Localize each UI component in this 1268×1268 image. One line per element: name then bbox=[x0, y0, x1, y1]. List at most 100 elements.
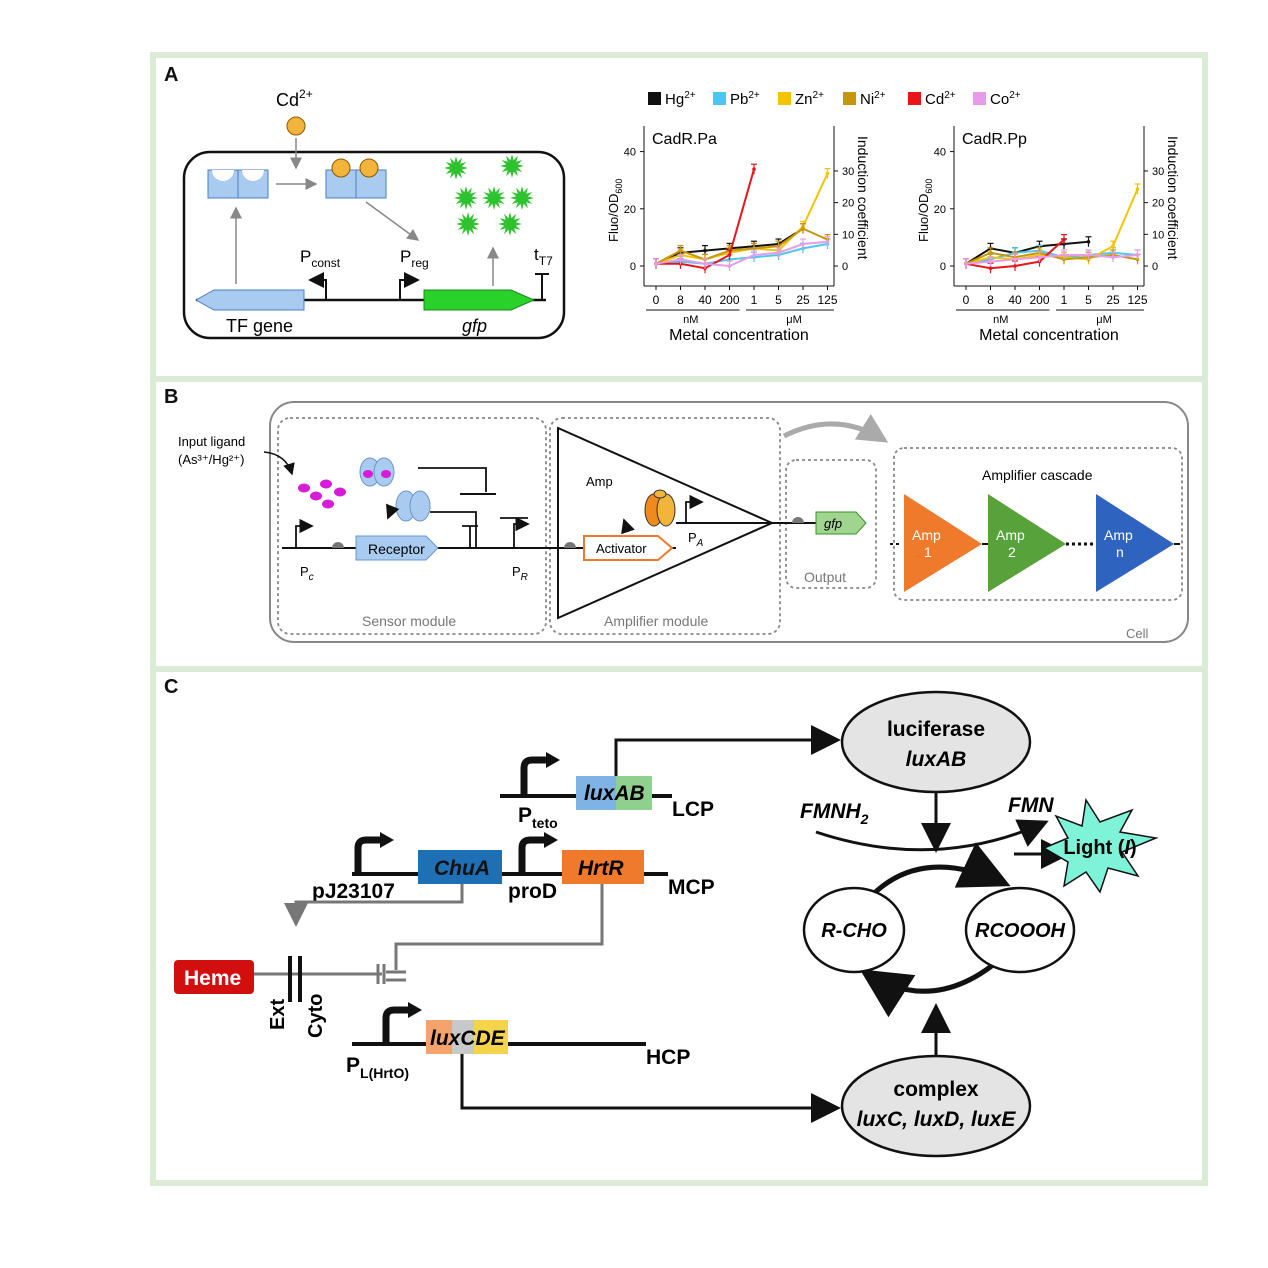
pr-promoter bbox=[513, 516, 530, 548]
right-tick-label: 0 bbox=[1152, 261, 1158, 273]
panel-b-canvas: Input ligand (As³⁺/Hg²⁺) Receptor bbox=[178, 401, 1189, 643]
panel-c-label: C bbox=[164, 676, 179, 698]
legend-label-cd: Cd2+ bbox=[925, 90, 956, 108]
legend-swatch-ni bbox=[843, 92, 856, 105]
rcoooh-label: RCOOOH bbox=[975, 920, 1066, 942]
activator-gene bbox=[583, 535, 674, 561]
data-point-cd bbox=[1062, 237, 1066, 242]
series-line-ni bbox=[655, 227, 828, 265]
pc-label: Pc bbox=[300, 564, 314, 583]
metal-legend: Hg2+Pb2+Zn2+Ni2+Cd2+Co2+ bbox=[648, 90, 1021, 108]
amp-triangle-2 bbox=[988, 494, 1066, 592]
chua-gene bbox=[418, 850, 502, 884]
left-tick-label: 40 bbox=[934, 147, 946, 159]
gfp-gene-arrow bbox=[423, 289, 536, 311]
x-tick-label: 0 bbox=[653, 293, 660, 307]
series-line-pb bbox=[655, 243, 828, 265]
amplifier-cascade-box bbox=[893, 447, 1183, 601]
p-const-promoter bbox=[308, 272, 327, 300]
r-cho-node bbox=[802, 886, 906, 974]
pl-hrto-label: PL(HrtO) bbox=[346, 1054, 409, 1081]
hcp-label: HCP bbox=[646, 1046, 690, 1069]
right-tick-label: 10 bbox=[1152, 229, 1164, 241]
data-point-cd bbox=[988, 266, 993, 270]
chart-title: CadR.Pa bbox=[652, 131, 717, 148]
luciferase-gene-label: luxAB bbox=[906, 748, 967, 771]
data-point-zn bbox=[825, 171, 830, 176]
p-const-label: Pconst bbox=[300, 247, 341, 270]
legend-label-hg: Hg2+ bbox=[665, 90, 696, 108]
ext-label: Ext bbox=[267, 999, 289, 1030]
panel-a: A Cd2+ bbox=[150, 52, 1208, 382]
data-point-co bbox=[776, 251, 781, 255]
chua-label: ChuA bbox=[434, 857, 490, 880]
right-tick-label: 30 bbox=[842, 166, 854, 178]
amp-triangle-label-3: Amp bbox=[1104, 527, 1133, 543]
panel-b-label: B bbox=[164, 386, 179, 408]
legend-swatch-co bbox=[973, 92, 986, 105]
left-tick-label: 40 bbox=[624, 147, 636, 159]
cell-label: Cell bbox=[1126, 626, 1149, 641]
fmn-label: FMN bbox=[1008, 794, 1054, 817]
nm-group-label: nM bbox=[993, 314, 1008, 326]
hrtr-gene bbox=[562, 850, 644, 884]
x-tick-label: 200 bbox=[1029, 293, 1049, 307]
cd-ion-icon bbox=[286, 116, 306, 136]
panel-c-canvas: luxAB Pteto LCP ChuA HrtR pJ23107 proD M… bbox=[174, 690, 1159, 1158]
left-tick-label: 0 bbox=[940, 261, 946, 273]
gfp-star-3 bbox=[454, 186, 478, 210]
cell-outline bbox=[182, 150, 566, 340]
data-point-co bbox=[1111, 255, 1115, 259]
data-point-co bbox=[825, 240, 830, 244]
x-tick-label: 5 bbox=[775, 293, 782, 307]
data-point-hg bbox=[703, 248, 707, 253]
y-axis-label: Fluo/OD600 bbox=[916, 179, 934, 242]
data-point-co bbox=[1062, 253, 1066, 257]
light-label: Light (I) bbox=[1063, 837, 1136, 859]
um-group-label: μM bbox=[1096, 314, 1112, 326]
luciferase-node bbox=[840, 690, 1032, 794]
legend-label-pb: Pb2+ bbox=[730, 90, 760, 108]
data-point-co bbox=[678, 257, 683, 262]
x-tick-label: 1 bbox=[1061, 293, 1068, 307]
heme-label: Heme bbox=[184, 967, 241, 990]
x-tick-label: 1 bbox=[751, 293, 758, 307]
data-point-co bbox=[1037, 255, 1042, 259]
legend-swatch-hg bbox=[648, 92, 661, 105]
x-axis-label: Metal concentration bbox=[979, 327, 1119, 344]
receptor-ligand-complex-icon bbox=[359, 457, 395, 487]
x-tick-label: 40 bbox=[1008, 293, 1022, 307]
right-tick-label: 0 bbox=[842, 261, 848, 273]
right-tick-label: 20 bbox=[1152, 198, 1164, 210]
x-tick-label: 8 bbox=[677, 293, 684, 307]
x-tick-label: 200 bbox=[719, 293, 739, 307]
amplifier-cascade-label: Amplifier cascade bbox=[982, 467, 1093, 483]
data-point-cd bbox=[752, 167, 756, 171]
receptor-label: Receptor bbox=[368, 541, 425, 557]
light-burst-icon bbox=[1042, 797, 1159, 894]
data-point-co bbox=[801, 242, 805, 246]
right-tick-label: 10 bbox=[842, 229, 854, 241]
mcp-label: MCP bbox=[668, 876, 715, 899]
sensor-module-label: Sensor module bbox=[362, 613, 456, 629]
p-reg-promoter bbox=[399, 272, 420, 300]
y-axis-right-label: Induction coefficient bbox=[855, 136, 871, 260]
data-point-cd bbox=[1013, 264, 1017, 268]
data-point-ni bbox=[801, 226, 805, 231]
panel-b: B Input ligand (As³⁺/Hg²⁺) bbox=[150, 382, 1208, 672]
gfp-output-gene bbox=[815, 511, 867, 535]
amplifier-module-label: Amplifier module bbox=[604, 613, 708, 629]
x-tick-label: 40 bbox=[698, 293, 712, 307]
fmnh2-label: FMNH2 bbox=[800, 800, 869, 827]
rcoooh-node bbox=[964, 886, 1076, 974]
legend-label-zn: Zn2+ bbox=[795, 90, 824, 108]
luxab-gene-label: luxAB bbox=[584, 782, 645, 805]
legend-swatch-cd bbox=[908, 92, 921, 105]
x-tick-label: 125 bbox=[817, 293, 837, 307]
um-group-label: μM bbox=[786, 314, 802, 326]
data-point-ni bbox=[776, 244, 781, 248]
pteto-label: Pteto bbox=[518, 804, 558, 831]
data-point-co bbox=[988, 259, 993, 264]
data-point-co bbox=[727, 264, 732, 268]
